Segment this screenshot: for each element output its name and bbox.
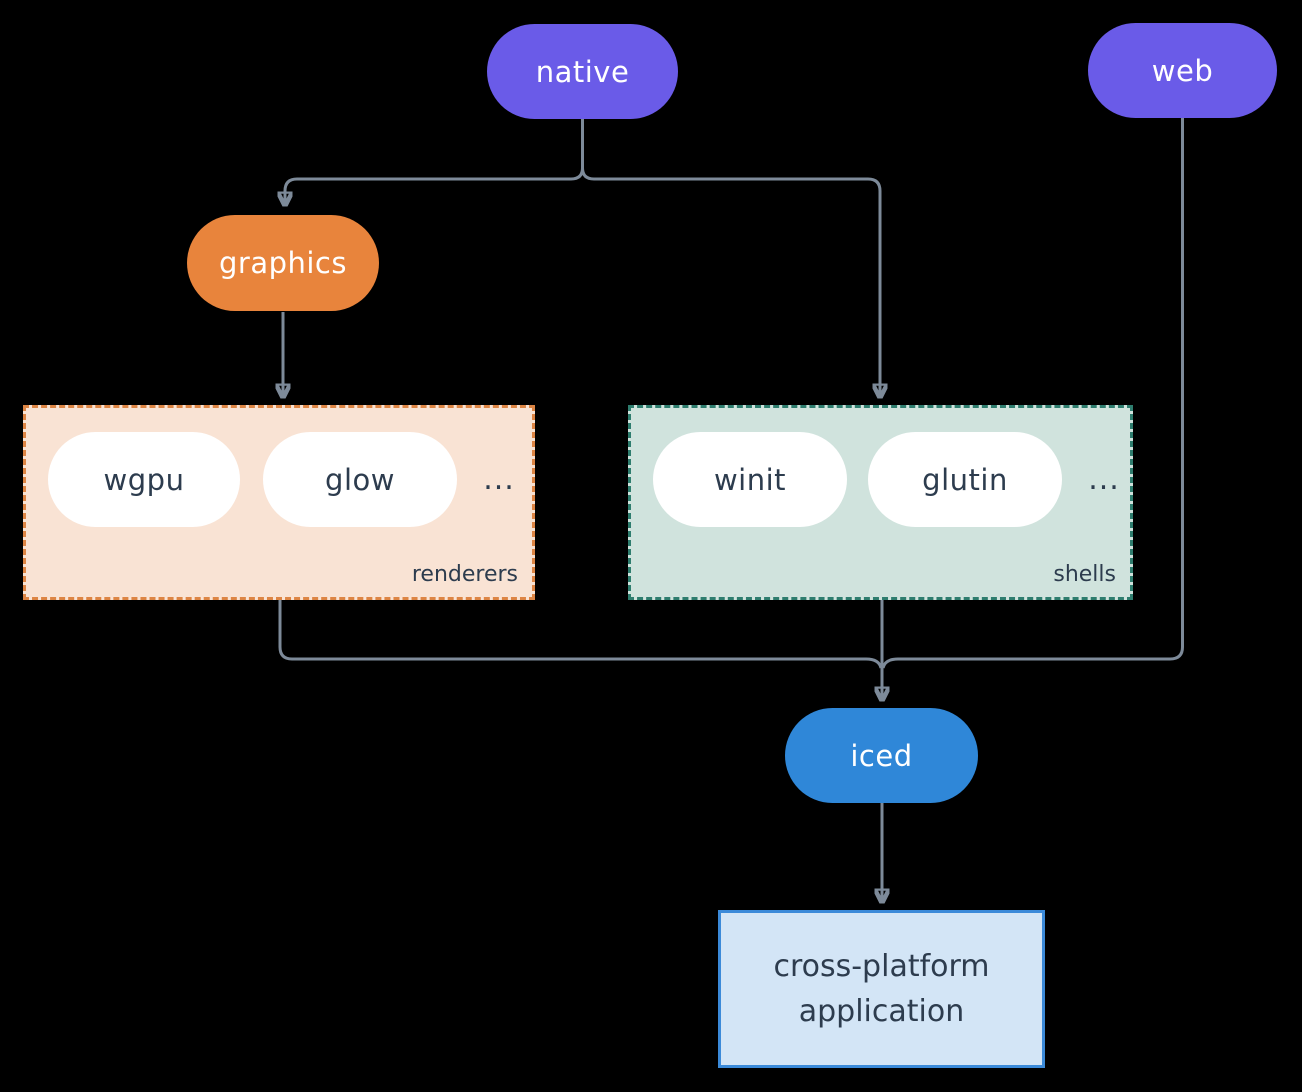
node-cross-platform-application: cross-platform application [718, 910, 1045, 1068]
node-iced: iced [785, 708, 978, 803]
node-web-label: web [1151, 53, 1214, 88]
node-native: native [487, 24, 678, 119]
edge-web-iced [881, 118, 1184, 669]
node-winit-label: winit [713, 462, 787, 497]
application-label-line2: application [798, 994, 965, 1029]
node-graphics: graphics [187, 215, 379, 311]
node-web: web [1088, 23, 1277, 118]
node-wgpu: wgpu [48, 432, 240, 527]
node-iced-label: iced [850, 738, 913, 773]
node-glutin-label: glutin [922, 462, 1008, 497]
node-native-label: native [535, 54, 630, 89]
node-glow: glow [263, 432, 457, 527]
node-glutin: glutin [868, 432, 1062, 527]
edge-native-graphics [285, 119, 584, 205]
node-glow-label: glow [325, 462, 395, 497]
renderers-group-label: renderers [411, 562, 518, 587]
shells-ellipsis: ... [1088, 462, 1120, 497]
renderers-ellipsis: ... [483, 462, 515, 497]
node-graphics-label: graphics [218, 246, 347, 280]
edge-renderers-iced [278, 600, 883, 669]
application-label-line1: cross-platform [773, 949, 990, 984]
shells-group-label: shells [1053, 562, 1116, 587]
node-wgpu-label: wgpu [103, 462, 185, 497]
group-shells: winit glutin ... shells [628, 405, 1133, 600]
group-renderers: wgpu glow ... renderers [23, 405, 535, 600]
node-winit: winit [653, 432, 847, 527]
edge-native-shells [581, 167, 881, 397]
